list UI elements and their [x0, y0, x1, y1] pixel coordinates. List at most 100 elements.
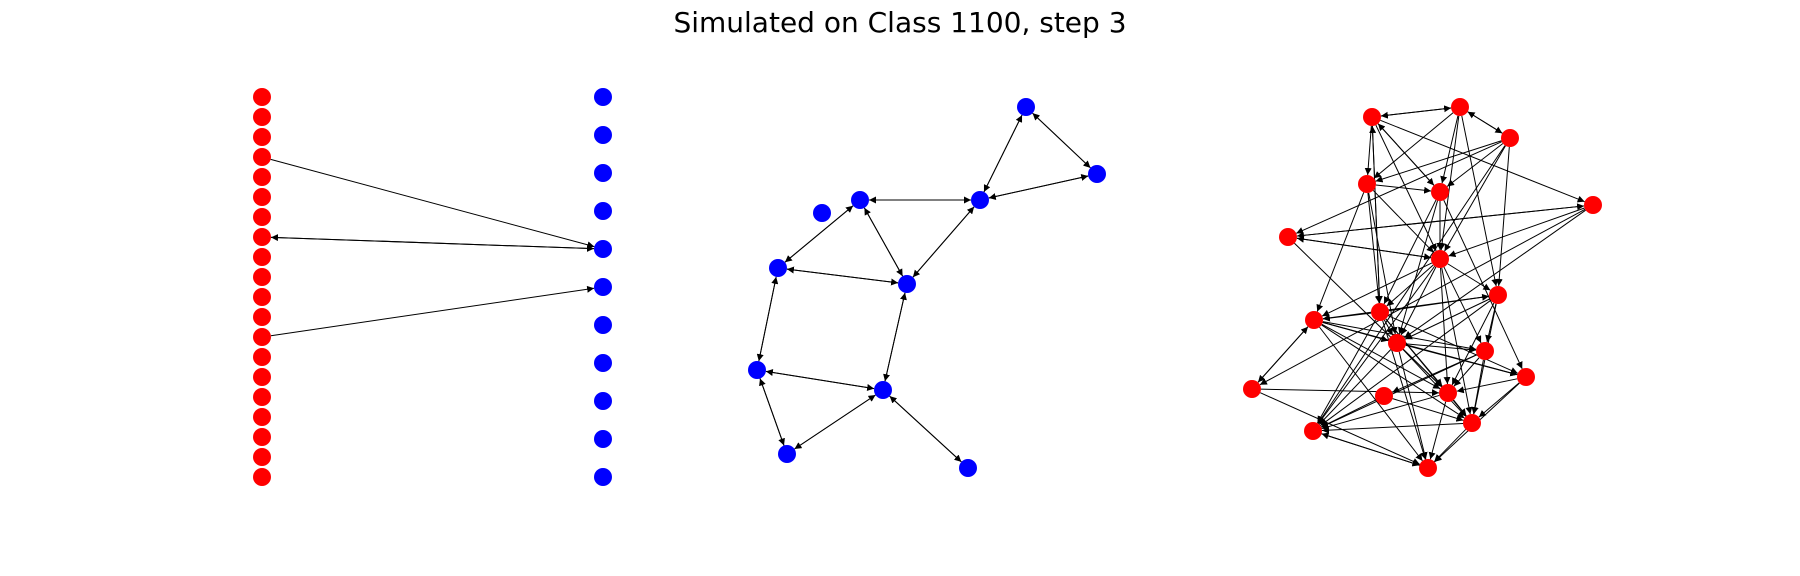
node-R8 [594, 392, 612, 410]
edge-C9-C11 [1404, 298, 1491, 340]
node-C3 [1358, 175, 1376, 193]
node-B10 [959, 459, 977, 477]
edge-C7-C9 [1447, 263, 1491, 291]
node-B7 [748, 361, 766, 379]
figure-title: Simulated on Class 1100, step 3 [673, 6, 1127, 39]
edge-B5-B4 [784, 205, 854, 263]
edge-B2-B1 [988, 174, 1089, 199]
edge-C19-C18 [1321, 432, 1420, 466]
edge-B6-B2 [912, 206, 975, 278]
node-L17 [253, 428, 271, 446]
node-L11 [253, 308, 271, 326]
node-L1 [253, 108, 271, 126]
edge-C2-C9 [1495, 146, 1510, 287]
edge-B10-B8 [889, 395, 962, 463]
node-L0 [253, 88, 271, 106]
edge-C2-C3 [1375, 140, 1502, 183]
node-L9 [253, 268, 271, 286]
edge-C9-C10 [1322, 295, 1490, 322]
edge-C11-C13 [1405, 344, 1518, 377]
edge-C7-C12 [1443, 266, 1482, 344]
edge-C10-C19 [1319, 326, 1423, 462]
node-C16 [1439, 384, 1457, 402]
node-C13 [1517, 368, 1535, 386]
edge-C16-C17 [1453, 399, 1467, 417]
node-C18 [1304, 422, 1322, 440]
edge-C5-C7 [1448, 207, 1585, 257]
edge-B8-B6 [884, 292, 907, 382]
edge-C11-C12 [1405, 343, 1477, 354]
node-C8 [1371, 303, 1389, 321]
node-L18 [253, 448, 271, 466]
edge-R4-L7 [270, 234, 595, 250]
edge-C1-C4 [1440, 115, 1459, 184]
node-B2 [971, 191, 989, 209]
node-R4 [594, 240, 612, 258]
edge-C7-C11 [1400, 266, 1437, 336]
edge-C0-C3 [1364, 125, 1372, 176]
node-R10 [594, 468, 612, 486]
edge-C2-C4 [1446, 143, 1504, 187]
edge-C13-C16 [1456, 378, 1518, 394]
edge-C3-C4 [1375, 184, 1432, 194]
node-C14 [1243, 380, 1261, 398]
edge-B1-B0 [1032, 112, 1091, 169]
node-R2 [594, 164, 612, 182]
node-C2 [1501, 129, 1519, 147]
node-L6 [253, 208, 271, 226]
edge-C8-C0 [1369, 125, 1381, 304]
node-B8 [874, 381, 892, 399]
node-L19 [253, 468, 271, 486]
edge-C14-C16 [1260, 388, 1440, 397]
edge-C6-C5 [1296, 203, 1585, 237]
edge-C12-C15 [1392, 354, 1477, 393]
edge-C9-C18 [1319, 299, 1492, 427]
edge-B8-B7 [765, 369, 875, 390]
node-L7 [253, 228, 271, 246]
node-B5 [769, 259, 787, 277]
node-B9 [778, 445, 796, 463]
edge-C1-C9 [1461, 115, 1499, 287]
edge-C1-C3 [1373, 112, 1454, 179]
node-C10 [1305, 311, 1323, 329]
edge-C1-C7 [1438, 115, 1460, 251]
edge-C12-C16 [1453, 357, 1480, 387]
node-B3 [813, 204, 831, 222]
node-R1 [594, 126, 612, 144]
edge-C7-C18 [1317, 265, 1436, 425]
edge-C13-C17 [1478, 382, 1520, 418]
node-L5 [253, 188, 271, 206]
edge-C7-C8 [1386, 264, 1434, 307]
edge-C3-C7 [1372, 190, 1435, 253]
node-C4 [1431, 183, 1449, 201]
edge-C3-C10 [1316, 192, 1365, 312]
edge-C10-C16 [1321, 323, 1441, 390]
edge-C7-C16 [1440, 267, 1451, 385]
edge-L3-R4 [270, 158, 595, 249]
node-L3 [253, 148, 271, 166]
node-L13 [253, 348, 271, 366]
edge-B9-B8 [794, 394, 876, 450]
edge-B7-B5 [758, 276, 779, 362]
node-L14 [253, 368, 271, 386]
edge-C11-C18 [1318, 349, 1392, 425]
edge-C1-C0 [1380, 107, 1452, 119]
edge-C2-C1 [1467, 111, 1503, 134]
edge-C11-C19 [1398, 351, 1428, 460]
edge-C4-C0 [1377, 123, 1435, 186]
edge-C16-C19 [1428, 401, 1447, 460]
edge-C15-C17 [1392, 398, 1464, 422]
node-L16 [253, 408, 271, 426]
node-C5 [1584, 196, 1602, 214]
edge-C15-C18 [1320, 399, 1377, 428]
node-L15 [253, 388, 271, 406]
edge-C17-C18 [1321, 422, 1464, 434]
node-R5 [594, 278, 612, 296]
node-C6 [1279, 228, 1297, 246]
node-B1 [1088, 165, 1106, 183]
edge-C6-C16 [1294, 242, 1442, 388]
node-B4 [851, 191, 869, 209]
node-B6 [898, 275, 916, 293]
edge-C0-C5 [1380, 119, 1585, 203]
edge-B9-B7 [759, 378, 785, 446]
